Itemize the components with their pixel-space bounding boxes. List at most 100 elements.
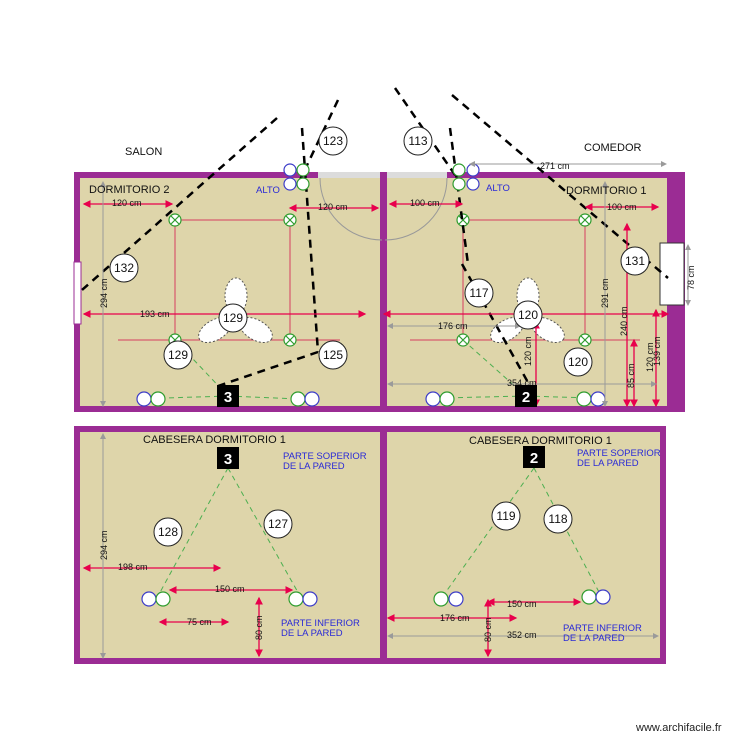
- ceiling-light-icon: [578, 333, 592, 347]
- circuit-117: 117: [464, 278, 494, 308]
- dim-150-a: 150 cm: [215, 584, 245, 594]
- ceiling-light-icon: [456, 213, 470, 227]
- circuit-120-fan: 120: [513, 300, 543, 330]
- dim-352: 352 cm: [507, 630, 537, 640]
- svg-text:129: 129: [223, 311, 243, 325]
- circuit-123: 123: [318, 126, 348, 156]
- dim-78: 78 cm: [686, 265, 696, 290]
- socket-icon: [448, 591, 464, 607]
- circuit-129-fan: 129: [218, 303, 248, 333]
- cabesera-right-label: CABESERA DORMITORIO 1: [469, 435, 612, 447]
- socket-icon: [302, 591, 318, 607]
- circuit-circles: 123 113 132 131 129 129 125 117 120 120 …: [109, 126, 650, 547]
- dim-198: 198 cm: [118, 562, 148, 572]
- grey-dimension-lines: [100, 161, 691, 659]
- svg-text:132: 132: [114, 261, 134, 275]
- dim-354: 354 cm: [507, 378, 537, 388]
- dim-80-a: 80 cm: [254, 615, 264, 640]
- switch-icon: [296, 163, 310, 191]
- dim-176-a: 176 cm: [438, 321, 468, 331]
- svg-text:131: 131: [625, 254, 645, 268]
- salon-label: SALON: [125, 146, 162, 158]
- dim-294-a: 294 cm: [99, 278, 109, 308]
- top-floor-block: [73, 172, 685, 412]
- dimension-labels: 271 cm 120 cm 120 cm 100 cm 100 cm 193 c…: [99, 161, 696, 642]
- svg-text:3: 3: [224, 389, 232, 406]
- dim-240: 240 cm: [619, 306, 629, 336]
- svg-text:118: 118: [548, 512, 567, 526]
- dim-120-b: 120 cm: [318, 202, 348, 212]
- dim-120-v: 120 cm: [523, 336, 533, 366]
- svg-text:113: 113: [408, 134, 427, 148]
- alto-left-label: ALTO: [256, 185, 280, 196]
- circuit-132: 132: [109, 253, 139, 283]
- switch-icon: [576, 391, 592, 407]
- circuit-120: 120: [563, 347, 593, 377]
- dim-100-b: 100 cm: [607, 202, 637, 212]
- dormitorio-2-label: DORMITORIO 2: [89, 184, 169, 196]
- dim-291: 291 cm: [600, 278, 610, 308]
- svg-text:2: 2: [522, 389, 530, 406]
- svg-text:123: 123: [323, 134, 343, 148]
- socket-icon: [141, 591, 157, 607]
- sockets: [136, 163, 611, 607]
- parte-inferior-left-1: PARTE INFERIOR: [281, 618, 360, 629]
- parte-superior-left-2: DE LA PARED: [283, 461, 345, 472]
- dim-100-a: 100 cm: [410, 198, 440, 208]
- cabesera-left-label: CABESERA DORMITORIO 1: [143, 434, 286, 446]
- dim-176-b: 176 cm: [440, 613, 470, 623]
- ceiling-light-icon: [283, 213, 297, 227]
- parte-superior-left-1: PARTE SOPERIOR: [283, 451, 367, 462]
- circuit-128: 128: [153, 517, 183, 547]
- light-lines: [118, 219, 640, 341]
- marker-3-top: 3: [217, 385, 239, 407]
- ceiling-light-icon: [168, 213, 182, 227]
- dim-75: 75 cm: [187, 617, 212, 627]
- socket-icon: [304, 391, 320, 407]
- svg-text:120: 120: [568, 355, 588, 369]
- marker-3-bottom: 3: [217, 447, 239, 469]
- switch-icon: [439, 391, 455, 407]
- ceiling-light-icon: [578, 213, 592, 227]
- comedor-label: COMEDOR: [584, 142, 642, 154]
- parte-inferior-left-2: DE LA PARED: [281, 628, 343, 639]
- room-labels: SALON COMEDOR DORMITORIO 2 DORMITORIO 1 …: [89, 142, 646, 447]
- dim-193: 193 cm: [140, 309, 170, 319]
- svg-text:117: 117: [469, 286, 488, 300]
- switch-icon: [290, 391, 306, 407]
- parte-inferior-right-1: PARTE INFERIOR: [563, 623, 642, 634]
- socket-icon: [590, 391, 606, 407]
- alto-right-label: ALTO: [486, 183, 510, 194]
- dormitorio-1-label: DORMITORIO 1: [566, 185, 646, 197]
- marker-2-bottom: 2: [523, 446, 545, 468]
- svg-text:125: 125: [323, 348, 343, 362]
- ceiling-light-icon: [283, 333, 297, 347]
- dim-150-b: 150 cm: [507, 599, 537, 609]
- svg-text:120: 120: [518, 308, 538, 322]
- circuit-127: 127: [263, 509, 293, 539]
- dim-139: 139 cm: [652, 336, 662, 366]
- svg-text:128: 128: [158, 525, 178, 539]
- socket-icon: [136, 391, 152, 407]
- svg-text:127: 127: [268, 517, 288, 531]
- svg-text:129: 129: [168, 348, 188, 362]
- switch-icon: [155, 591, 171, 607]
- svg-text:2: 2: [530, 450, 538, 467]
- circuit-129: 129: [163, 340, 193, 370]
- svg-text:119: 119: [496, 509, 515, 523]
- marker-2-top: 2: [515, 385, 537, 407]
- dim-85: 85 cm: [626, 363, 636, 388]
- watermark[interactable]: www.archifacile.fr: [635, 722, 722, 734]
- circuit-118: 118: [543, 504, 573, 534]
- switch-icon: [452, 163, 466, 191]
- dim-271: 271 cm: [540, 161, 570, 171]
- dim-80-b: 80 cm: [483, 617, 493, 642]
- socket-icon: [595, 589, 611, 605]
- switch-icon: [433, 591, 449, 607]
- position-markers: 3 2 3 2: [217, 385, 545, 469]
- dim-120-a: 120 cm: [112, 198, 142, 208]
- parte-superior-right-2: DE LA PARED: [577, 458, 639, 469]
- switch-icon: [288, 591, 304, 607]
- parte-superior-right-1: PARTE SOPERIOR: [577, 448, 661, 459]
